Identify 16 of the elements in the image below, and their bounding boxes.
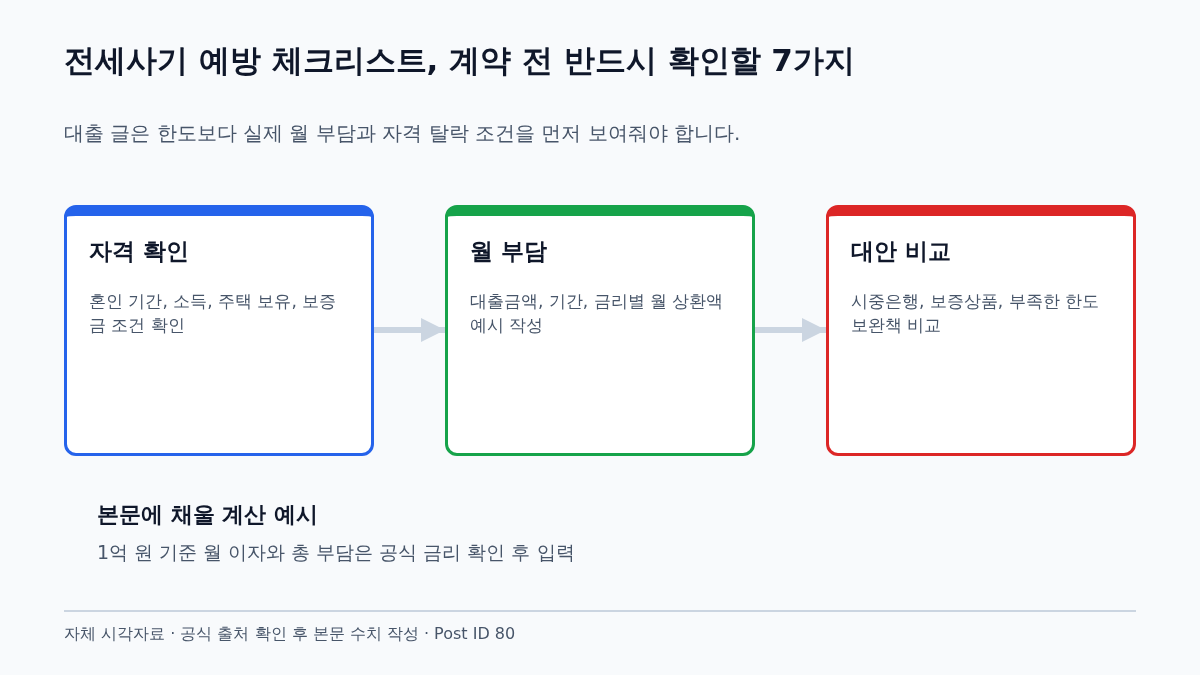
card-text: 혼인 기간, 소득, 주택 보유, 보증금 조건 확인 (89, 290, 338, 337)
section-heading: 본문에 채울 계산 예시 (97, 501, 318, 529)
step-card (64, 205, 374, 456)
footer-text: 자체 시각자료 · 공식 출처 확인 후 본문 수치 작성 · Post ID 80 (64, 624, 516, 645)
card-heading: 월 부담 (470, 237, 547, 266)
card-text: 시중은행, 보증상품, 부족한 한도 보완책 비교 (851, 290, 1101, 337)
arrow (374, 318, 445, 342)
step-card (826, 205, 1136, 456)
card-heading: 자격 확인 (89, 237, 189, 266)
note-text: 1억 원 기준 월 이자와 총 부담은 공식 금리 확인 후 입력 (97, 540, 575, 565)
arrow (755, 318, 826, 342)
card-heading: 대안 비교 (851, 237, 951, 266)
subtitle: 대출 글은 한도보다 실제 월 부담과 자격 탈락 조건을 먼저 보여줘야 합니다. (64, 120, 741, 147)
step-card (445, 205, 755, 456)
card-text: 대출금액, 기간, 금리별 월 상환액 예시 작성 (470, 290, 725, 337)
title: 전세사기 예방 체크리스트, 계약 전 반드시 확인할 7가지 (64, 41, 855, 80)
